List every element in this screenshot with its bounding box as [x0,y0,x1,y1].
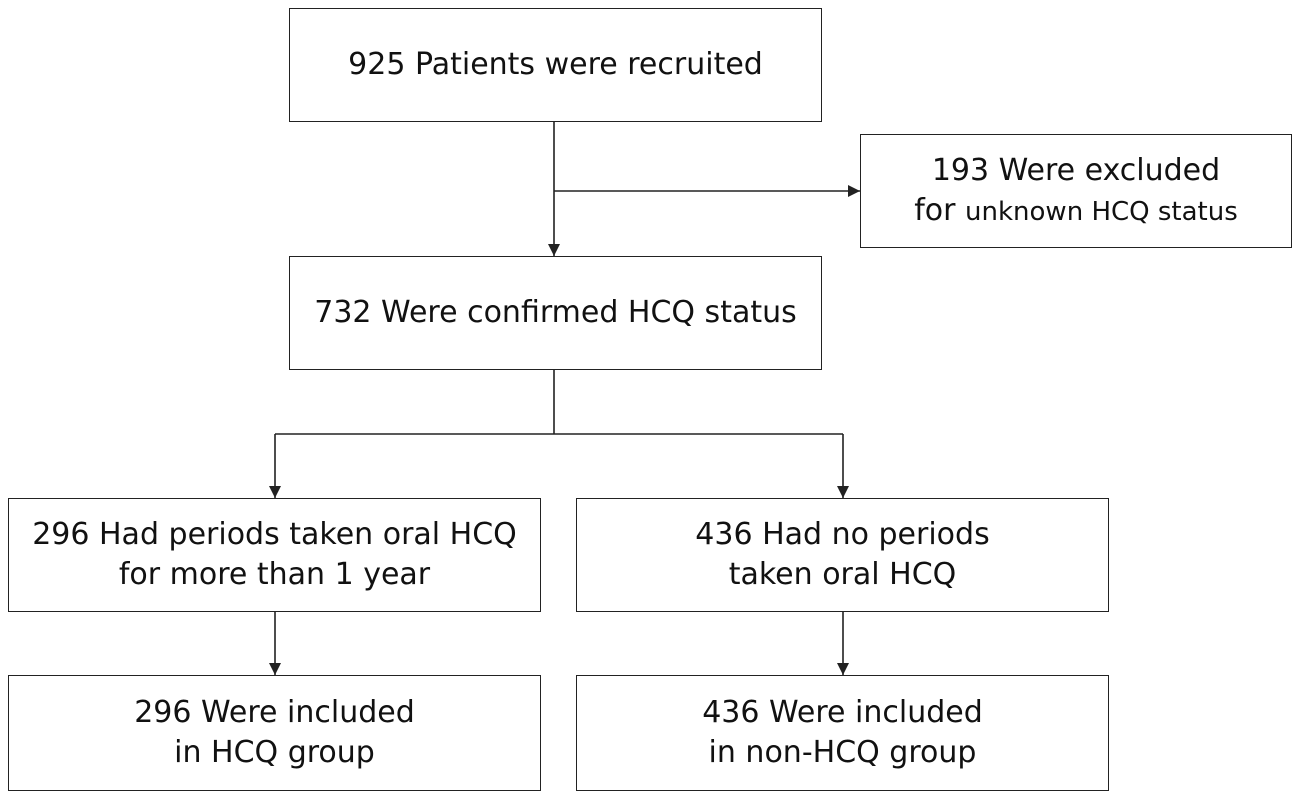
non-hcq-group-line1: 436 Were included [702,695,983,730]
hcq-group-line1: 296 Were included [134,695,415,730]
oral-hcq-line1: 296 Had periods taken oral HCQ [32,517,517,552]
no-hcq-box: 436 Had no periods taken oral HCQ [576,498,1109,612]
recruited-box: 925 Patients were recruited [289,8,822,122]
no-hcq-line1: 436 Had no periods [695,517,990,552]
confirmed-text: 732 Were confirmed HCQ status [314,295,797,330]
no-hcq-line2: taken oral HCQ [728,557,957,592]
oral-hcq-box: 296 Had periods taken oral HCQ for more … [8,498,541,612]
recruited-text: 925 Patients were recruited [348,47,763,82]
non-hcq-group-line2: in non-HCQ group [708,735,977,770]
excluded-line1: 193 Were excluded [931,152,1221,188]
confirmed-box: 732 Were confirmed HCQ status [289,256,822,370]
excluded-line2-rest: unknown HCQ status [965,196,1238,227]
non-hcq-group-box: 436 Were included in non-HCQ group [576,675,1109,791]
excluded-line2: for unknown HCQ status [914,191,1238,232]
oral-hcq-line2: for more than 1 year [118,557,431,592]
hcq-group-box: 296 Were included in HCQ group [8,675,541,791]
excluded-box: 193 Were excluded for unknown HCQ status [860,134,1292,248]
excluded-line2-prefix: for [914,192,966,228]
hcq-group-line2: in HCQ group [174,735,375,770]
